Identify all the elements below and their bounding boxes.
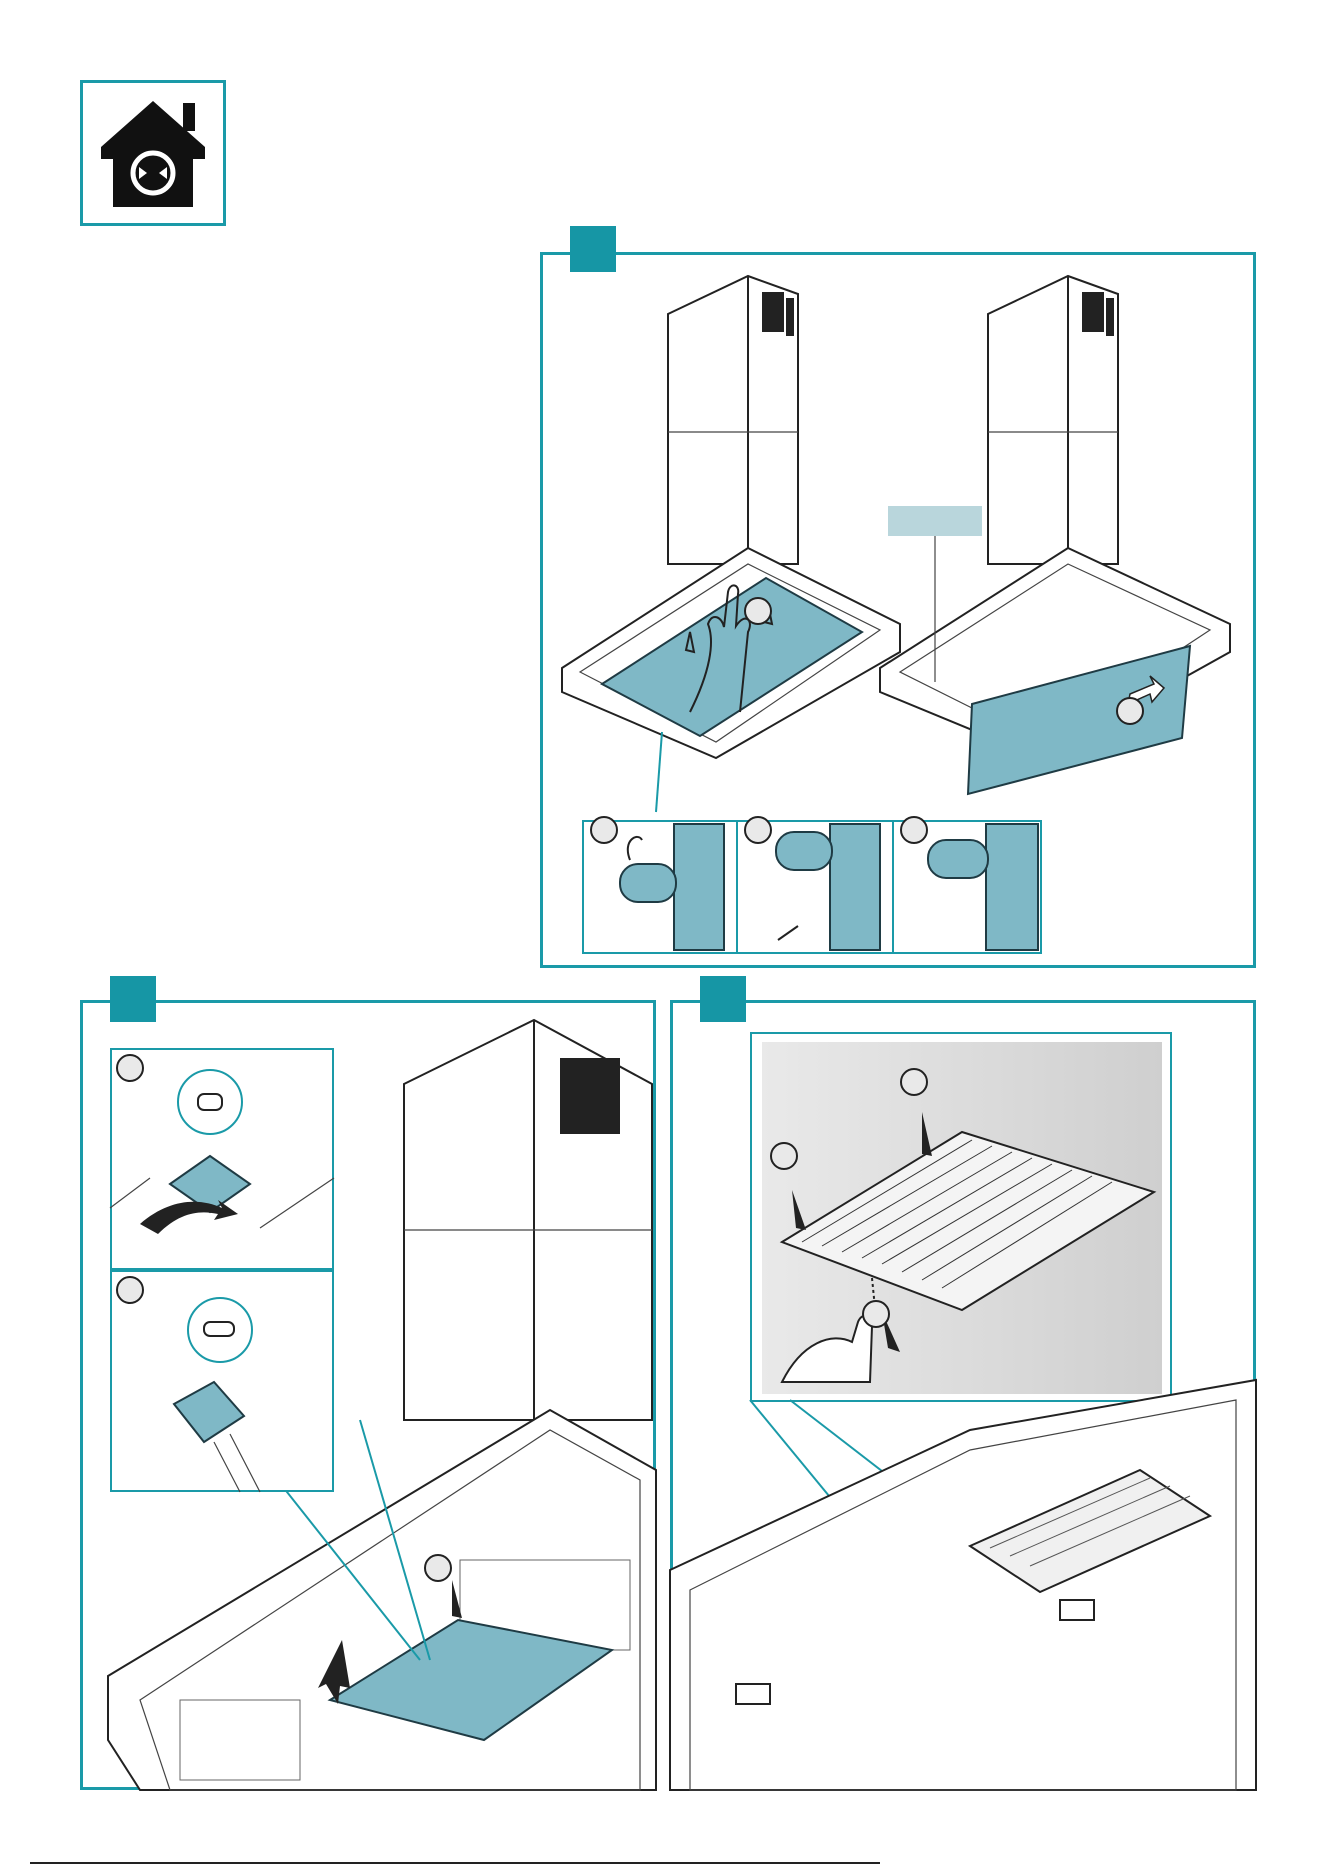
step-marker	[1116, 697, 1144, 725]
step-marker	[116, 1276, 144, 1304]
footer-rule	[30, 1862, 880, 1864]
part-label-box	[888, 506, 982, 536]
inset-illustrations	[582, 820, 1042, 954]
step-marker	[424, 1554, 452, 1582]
step-marker	[744, 597, 772, 625]
mode-icon-box	[80, 80, 226, 226]
step-marker	[116, 1054, 144, 1082]
vent-grille	[762, 292, 794, 336]
left-inset-illustrations	[110, 1048, 334, 1492]
vent-grille-right	[1082, 292, 1114, 336]
step-marker	[900, 816, 928, 844]
house-recirculation-icon	[83, 83, 229, 229]
step-marker	[590, 816, 618, 844]
right-illustration	[670, 1000, 1256, 1790]
vent-grille-left	[560, 1058, 620, 1134]
step-marker	[744, 816, 772, 844]
